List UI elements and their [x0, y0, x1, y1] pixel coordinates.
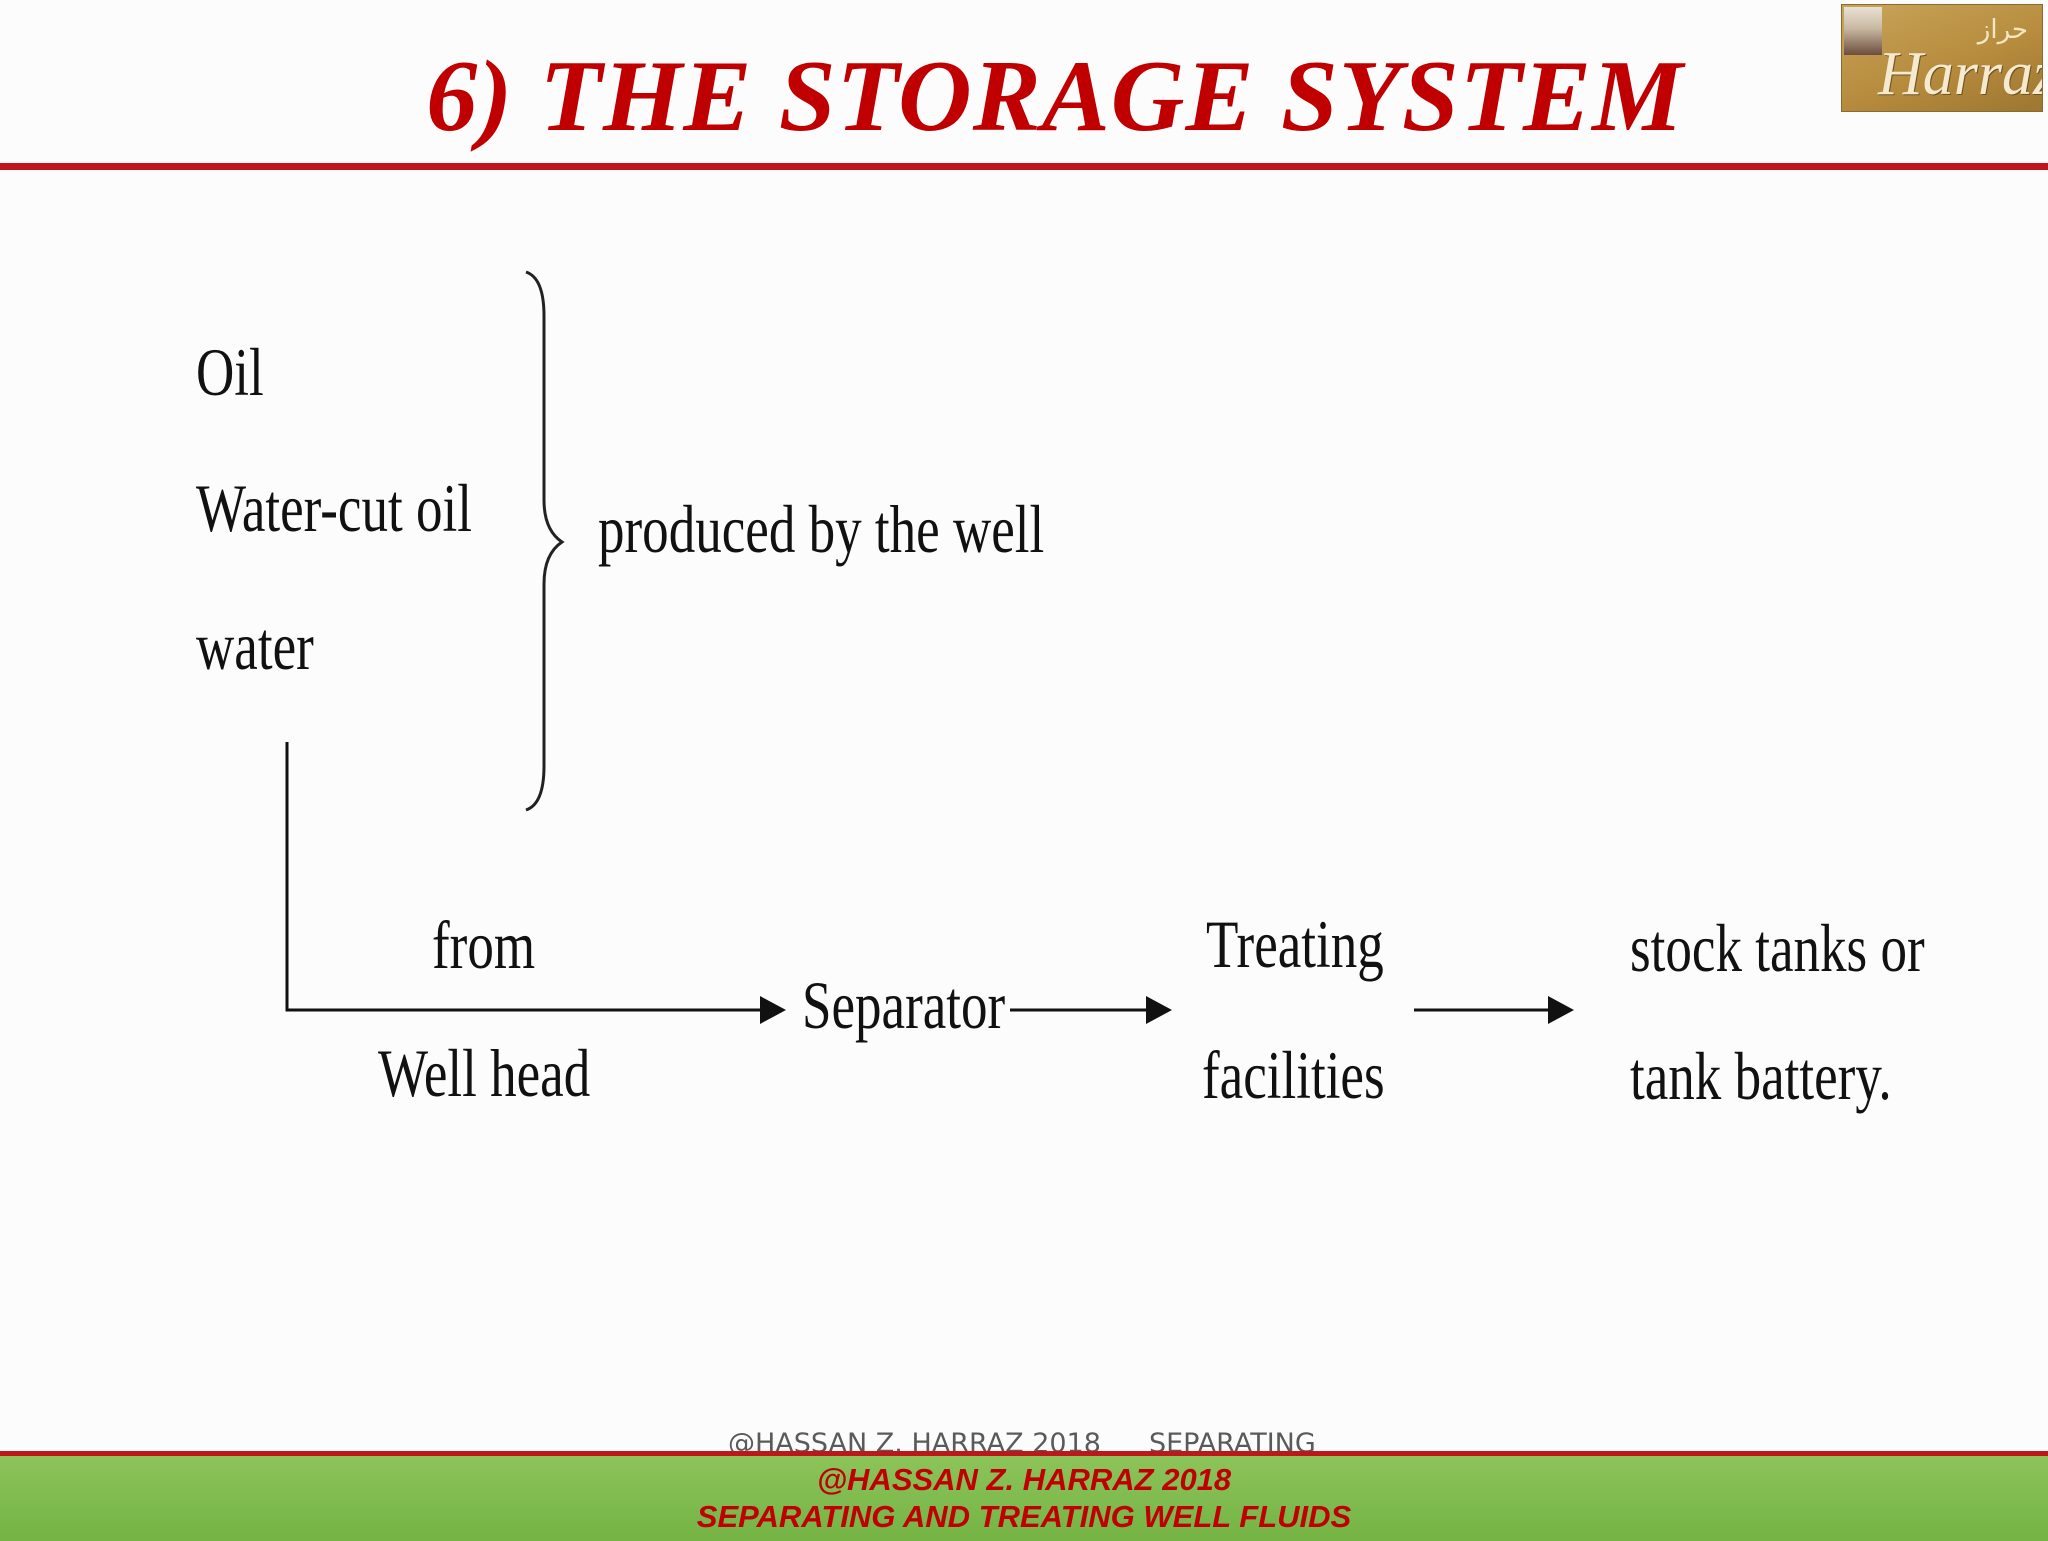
author-photo	[1844, 7, 1882, 55]
treating-label: Treating	[1206, 906, 1384, 982]
arrow-to-treating	[1146, 996, 1172, 1024]
arrow-to-storage	[1548, 996, 1574, 1024]
fluid-oil: Oil	[196, 334, 264, 410]
well-head-label: Well head	[378, 1035, 591, 1111]
produced-by-well-label: produced by the well	[598, 491, 1045, 567]
logo-arabic-text: حراز	[1977, 15, 2028, 45]
fluid-water-cut-oil: Water-cut oil	[196, 470, 472, 546]
slide-title: 6) THE STORAGE SYSTEM	[426, 40, 1684, 153]
separator-label: Separator	[802, 967, 1006, 1043]
well-flow-line	[285, 742, 764, 1012]
fluid-water: water	[196, 608, 314, 684]
facilities-label: facilities	[1202, 1037, 1385, 1113]
footer-copyright: @HASSAN Z. HARRAZ 2018	[816, 1462, 1232, 1497]
title-divider	[0, 163, 2048, 170]
tank-battery-label: tank battery.	[1630, 1038, 1892, 1114]
footer-subtitle: SEPARATING AND TREATING WELL FLUIDS	[696, 1499, 1352, 1534]
arrow-to-separator	[760, 996, 786, 1024]
stock-tanks-label: stock tanks or	[1630, 910, 1925, 986]
from-label: from	[432, 907, 536, 983]
curly-brace	[525, 270, 565, 812]
logo-text: Harraz	[1878, 40, 2043, 108]
footer-bar: @HASSAN Z. HARRAZ 2018 SEPARATING AND TR…	[0, 1451, 2048, 1541]
harraz-logo: حراز Harraz	[1841, 4, 2043, 112]
